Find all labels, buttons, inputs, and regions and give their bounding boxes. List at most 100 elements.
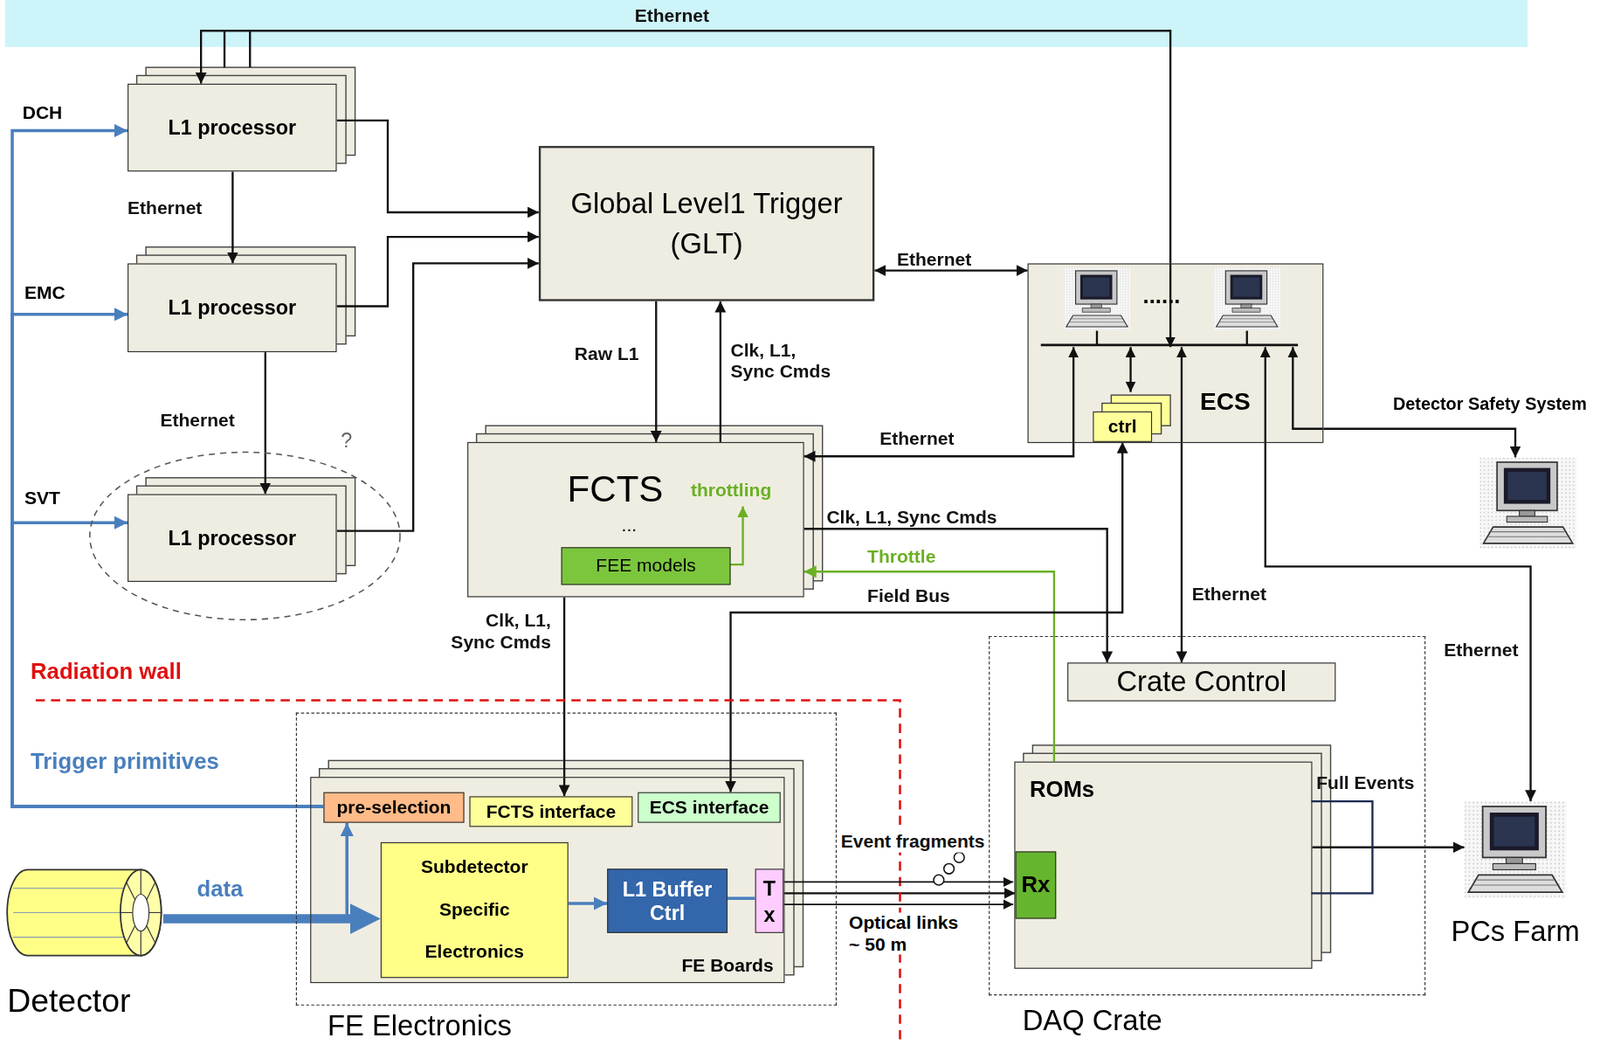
node-text: FCTS interface (486, 800, 616, 822)
cylinder-segment (126, 882, 136, 900)
fcts-box: FCTS throttling... FEE models (467, 441, 805, 598)
bus-stub (1264, 346, 1267, 443)
cylinder-segment (140, 868, 142, 894)
connector (1180, 442, 1183, 663)
box-fill (1013, 761, 1312, 969)
rom-box: ROMsRx (1013, 761, 1312, 969)
optical-link (781, 881, 1014, 883)
connector (874, 268, 1028, 271)
node-text: FE Boards (681, 955, 773, 977)
diagram-label: EMC (24, 282, 66, 304)
edge-label: Ethernet (896, 248, 972, 270)
box-fill (1027, 262, 1325, 443)
cylinder-line (13, 887, 141, 889)
cylinder-segment (146, 882, 156, 900)
node-text: throttling (690, 479, 772, 501)
node-text: Rx (1020, 871, 1050, 898)
computer-icon (1479, 456, 1577, 549)
cylinder-line (13, 911, 141, 913)
node-text: ROMs (1029, 776, 1095, 803)
transmitter-box: T x (755, 868, 785, 933)
diagram-label: Optical links ~ 50 m (847, 912, 966, 955)
node-text: PCs Farm (1423, 915, 1600, 949)
ethernet-wire (248, 30, 251, 68)
electronics-box: Subdetector Specific Electronics (380, 841, 569, 978)
edge-label: Ethernet (634, 5, 710, 27)
bus-stub (1180, 346, 1183, 443)
fiber-loop (944, 862, 955, 874)
edge-label: Ethernet (1192, 583, 1267, 605)
node-text: DAQ Crate (1022, 1004, 1163, 1038)
bus-stub (1072, 346, 1075, 443)
edge-label: Clk, L1, Sync Cmds (731, 339, 834, 382)
node-text: L1 processor (167, 116, 297, 140)
node-text: Detector Safety System (1393, 393, 1587, 414)
edge-label: Ethernet (1443, 640, 1518, 662)
connector (337, 262, 539, 531)
bus-stub (1129, 346, 1132, 392)
connector (163, 822, 347, 919)
ethernet-band (5, 0, 1528, 48)
node-text: L1 processor (167, 525, 297, 550)
node-text: ... (621, 514, 638, 536)
board-box: FE Boards pre-selection FCTS interface ECS … (310, 776, 785, 983)
connector (231, 171, 234, 263)
connectors (12, 30, 1532, 918)
connector (568, 901, 607, 905)
crate-region: DAQ CrateCrate ControlROMsRx (988, 635, 1426, 995)
node-text: ECS interface (649, 796, 770, 818)
box-fill (467, 441, 805, 598)
ethernet-wire (223, 30, 226, 68)
computer-node: Detector Safety System (1479, 456, 1577, 549)
node-text: T x (762, 874, 777, 928)
fiber-loop (953, 852, 965, 863)
edge-label: Event fragments (838, 830, 987, 852)
connector (804, 571, 1055, 761)
cylinder-line (13, 936, 141, 938)
diagram-label: Trigger primitives (30, 747, 220, 774)
buffer-box: L1 Buffer Ctrl (606, 868, 728, 933)
fe-region: FE ElectronicsFE Boardspre-selectionFCTS… (296, 712, 837, 1006)
edge-label: Field Bus (867, 586, 951, 607)
optical-link (781, 903, 1014, 905)
l1-processor-box: L1 processor (127, 262, 338, 352)
node-text: Global Level1 Trigger (GLT) (553, 183, 861, 264)
edge-label: Ethernet (159, 410, 235, 432)
model-box: FEE models (561, 546, 732, 585)
edge-label: Throttle (867, 545, 936, 567)
detector-outline (5, 865, 164, 959)
ecs-panel: ......ECSctrl (1027, 262, 1325, 443)
box-fill (310, 776, 785, 983)
connector (563, 596, 566, 796)
connector (264, 351, 267, 494)
node-text: Detector (6, 981, 131, 1020)
connector (337, 236, 539, 306)
computer-icon (1213, 267, 1281, 331)
bus-stub (1096, 331, 1098, 345)
connector (12, 131, 324, 807)
connector (337, 120, 539, 213)
interface-box: pre-selection (323, 792, 464, 823)
ethernet-wire (200, 29, 1171, 32)
node-text: ...... (1143, 282, 1181, 310)
l1-processor-box: L1 processor (127, 83, 338, 172)
connector (1323, 428, 1516, 458)
bus-stub (1292, 346, 1324, 428)
edge-label: Raw L1 (574, 344, 640, 366)
edge-label: Full Events (1316, 772, 1414, 794)
node-text: FE Electronics (327, 1009, 512, 1043)
diagram-label: DCH (22, 102, 63, 124)
diagram-label: Radiation wall (30, 658, 182, 685)
interface-box: ECS interface (637, 792, 781, 823)
cylinder-body (6, 868, 161, 955)
edge-label: data (196, 875, 243, 902)
control-box: Crate Control (1067, 662, 1336, 701)
cylinder-face (120, 868, 162, 955)
diagram-label: ? (340, 428, 352, 453)
receiver-box: Rx (1015, 850, 1057, 918)
cylinder-segment (120, 911, 133, 913)
connector (731, 441, 1124, 793)
throttling-arrow (729, 506, 743, 566)
node-text: Subdetector Specific Electronics (407, 846, 541, 973)
node-text: FCTS (567, 467, 664, 510)
